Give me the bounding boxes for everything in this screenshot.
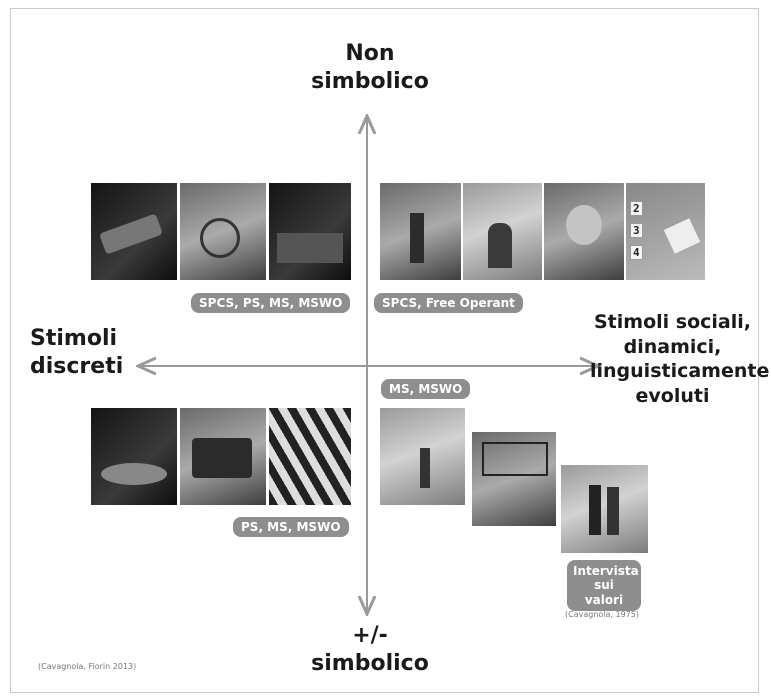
axis-left-line1: Stimoli: [30, 326, 118, 351]
footer-citation: (Cavagnola, Fiorin 2013): [38, 662, 137, 671]
axis-right-line3: linguisticamente: [590, 360, 770, 383]
axis-right-line4: evoluti: [635, 385, 710, 408]
photo-pool: [472, 432, 556, 526]
axis-top-line1: Non: [345, 41, 395, 66]
photo-park: [380, 408, 465, 505]
photo-toys: [180, 183, 266, 280]
axis-right-line2: dinamici,: [623, 335, 722, 358]
photo-number-cards: 2 3 4: [626, 183, 705, 280]
photo-child-window: [463, 183, 542, 280]
axis-left-line2: discreti: [30, 353, 124, 379]
photo-striped-rolls: [269, 408, 351, 505]
photo-radio: [180, 408, 266, 505]
method-box-source: (Cavagnola, 1975): [565, 610, 639, 619]
number-card-3: 3: [630, 223, 643, 238]
axis-top-label: Non simbolico: [310, 40, 430, 95]
axis-right-line1: Stimoli sociali,: [594, 311, 751, 333]
photo-child-smiling: [544, 183, 624, 280]
axis-bottom-line2: simbolico: [311, 650, 429, 676]
axis-left-label: Stimoli discreti: [30, 325, 140, 380]
axis-bottom-label: +/- simbolico: [300, 622, 440, 677]
method-box-bottom-right: Intervista sui valori: [567, 560, 641, 612]
photo-playground: [380, 183, 461, 280]
photo-flashlight: [91, 183, 177, 280]
method-pill-top-right: SPCS, Free Operant: [374, 293, 523, 313]
number-card-4: 4: [630, 245, 643, 260]
axis-right-label: Stimoli sociali, dinamici, linguisticame…: [590, 310, 770, 409]
photo-walking-couple: [561, 465, 648, 553]
method-pill-bottom-right: MS, MSWO: [381, 379, 471, 399]
method-pill-bottom-left: PS, MS, MSWO: [233, 517, 349, 537]
axis-bottom-line1: +/-: [352, 623, 388, 648]
method-pill-top-left: SPCS, PS, MS, MSWO: [191, 293, 351, 313]
photo-keyboard: [269, 183, 351, 280]
axis-top-line2: simbolico: [311, 68, 429, 94]
number-card-2: 2: [630, 201, 643, 216]
photo-drum: [91, 408, 177, 505]
